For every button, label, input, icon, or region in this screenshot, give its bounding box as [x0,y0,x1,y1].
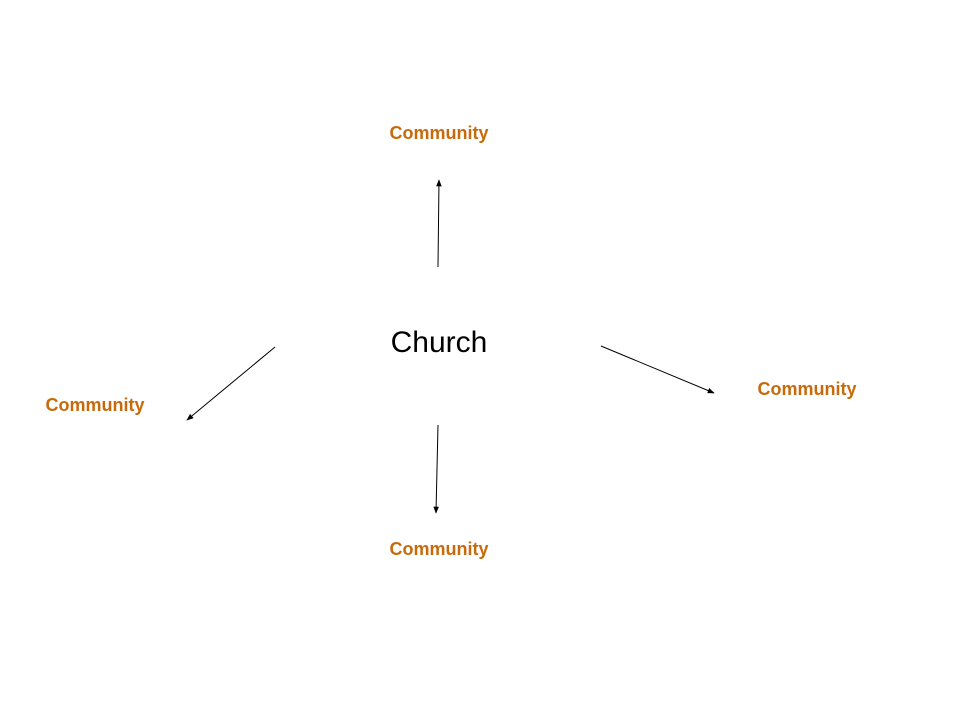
center-label: Church [391,326,488,359]
community-label-top: Community [390,123,489,143]
community-label-right: Community [758,379,857,399]
arrow-to-bottom-community [433,424,439,514]
community-label-bottom: Community [390,539,489,559]
arrow-to-right-community [600,345,715,394]
arrow-to-left-community [186,346,276,421]
arrow-to-top-community [436,179,442,268]
community-label-left: Community [46,395,145,415]
